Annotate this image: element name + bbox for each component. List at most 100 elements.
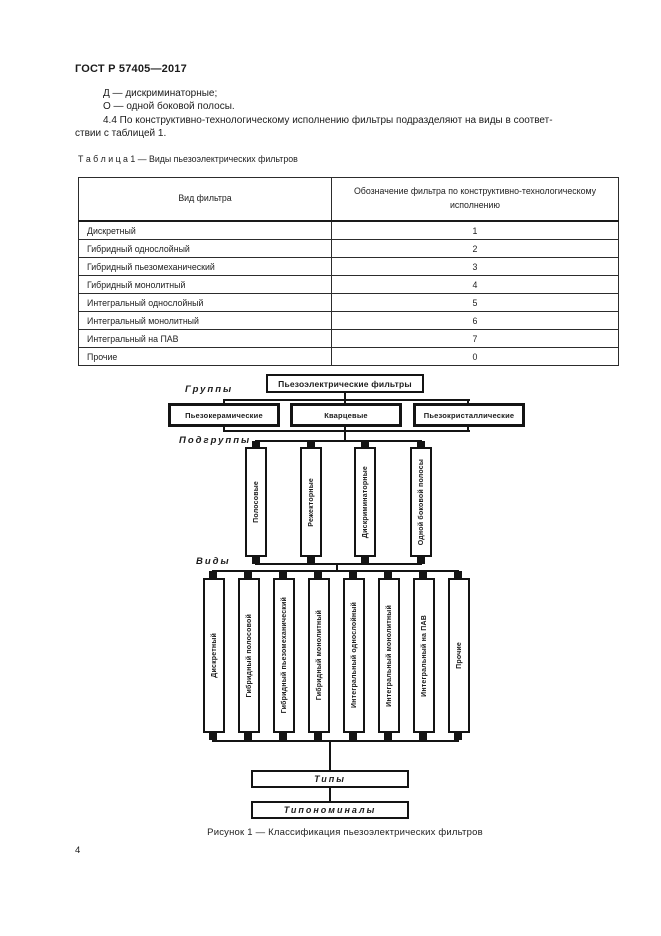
cell-name: Гибридный однослойный bbox=[78, 239, 332, 258]
connector-tab bbox=[244, 571, 252, 578]
cell-name: Гибридный монолитный bbox=[78, 275, 332, 294]
paragraph-4-4-line2: ствии с таблицей 1. bbox=[75, 128, 167, 140]
connector-tab bbox=[361, 441, 369, 448]
table-caption: Т а б л и ц а 1 — Виды пьезоэлектрически… bbox=[78, 154, 298, 164]
connector-tab bbox=[419, 571, 427, 578]
paragraph-4-4-line1: 4.4 По конструктивно-технологическому ис… bbox=[103, 114, 553, 126]
connector-line bbox=[223, 399, 225, 405]
cell-name: Интегральный однослойный bbox=[78, 293, 332, 312]
kind-label: Дискретный bbox=[210, 633, 218, 678]
group-label: Кварцевые bbox=[324, 410, 368, 420]
intro-line-o: О — одной боковой полосы. bbox=[103, 101, 235, 113]
connector-tab bbox=[279, 571, 287, 578]
cell-name: Прочие bbox=[78, 347, 332, 366]
connector-tab bbox=[361, 557, 369, 564]
cell-code: 7 bbox=[331, 329, 619, 348]
types-box-label: Типы bbox=[314, 774, 346, 784]
cell-code: 3 bbox=[331, 257, 619, 276]
typonominals-box: Типономиналы bbox=[251, 801, 409, 819]
kind-label: Интегральный на ПАВ bbox=[420, 614, 428, 697]
connector-tab bbox=[417, 557, 425, 564]
intro-line-d: Д — дискриминаторные; bbox=[103, 88, 218, 99]
subgroup-label: Полосовые bbox=[252, 481, 260, 523]
connector-line bbox=[223, 430, 470, 432]
filter-types-table: Вид фильтра Обозначение фильтра по конст… bbox=[78, 177, 619, 366]
types-box: Типы bbox=[251, 770, 409, 788]
subgroup-box-discriminator: Дискриминаторные bbox=[354, 447, 376, 557]
cell-name: Гибридный пьезомеханический bbox=[78, 257, 332, 276]
connector-tab bbox=[417, 441, 425, 448]
connector-tab bbox=[349, 571, 357, 578]
subgroup-label: Одной боковой полосы bbox=[417, 458, 425, 546]
page-number: 4 bbox=[75, 845, 81, 856]
typonominals-box-label: Типономиналы bbox=[283, 805, 377, 815]
cell-code: 4 bbox=[331, 275, 619, 294]
connector-tab bbox=[419, 733, 427, 740]
group-label: Пьезокерамические bbox=[185, 410, 263, 420]
connector-line bbox=[344, 427, 346, 432]
cell-code: 2 bbox=[331, 239, 619, 258]
root-box: Пьезоэлектрические фильтры bbox=[266, 374, 424, 393]
level-label-groups: Группы bbox=[185, 384, 234, 395]
connector-tab bbox=[279, 733, 287, 740]
kind-box-integral-monolithic: Интегральный монолитный bbox=[378, 578, 400, 733]
group-box-piezocrystal: Пьезокристаллические bbox=[413, 403, 525, 427]
kind-label: Интегральный однослойный bbox=[350, 602, 358, 709]
connector-tab bbox=[384, 571, 392, 578]
kind-label: Прочие bbox=[455, 642, 463, 669]
connector-tab bbox=[252, 557, 260, 564]
connector-tab bbox=[252, 441, 260, 448]
group-label: Пьезокристаллические bbox=[423, 410, 515, 420]
subgroup-label: Режекторные bbox=[307, 477, 315, 527]
intro-text: Д — дискриминаторные; О — одной боковой … bbox=[75, 87, 620, 141]
subgroup-label: Дискриминаторные bbox=[361, 465, 369, 539]
col-header-filter-type: Вид фильтра bbox=[78, 177, 332, 222]
connector-tab bbox=[307, 557, 315, 564]
document-title: ГОСТ Р 57405—2017 bbox=[75, 63, 187, 75]
connector-line bbox=[336, 563, 338, 572]
kind-box-hybrid-piezomechanical: Гибридный пьезомеханический bbox=[273, 578, 295, 733]
table-header-row: Вид фильтра Обозначение фильтра по конст… bbox=[78, 177, 619, 222]
subgroup-box-bandpass: Полосовые bbox=[245, 447, 267, 557]
connector-tab bbox=[384, 733, 392, 740]
subgroup-box-single-sideband: Одной боковой полосы bbox=[410, 447, 432, 557]
connector-line bbox=[329, 788, 331, 801]
kind-box-hybrid-monolithic: Гибридный монолитный bbox=[308, 578, 330, 733]
group-box-quartz: Кварцевые bbox=[290, 403, 402, 427]
connector-line bbox=[212, 570, 459, 572]
kind-box-discrete: Дискретный bbox=[203, 578, 225, 733]
connector-line bbox=[467, 427, 469, 432]
cell-code: 6 bbox=[331, 311, 619, 330]
connector-line bbox=[344, 393, 346, 400]
kind-label: Гибридный монолитный bbox=[315, 610, 323, 701]
kind-box-integral-single-layer: Интегральный однослойный bbox=[343, 578, 365, 733]
connector-line bbox=[344, 430, 346, 441]
kind-label: Интегральный монолитный bbox=[385, 604, 393, 707]
kind-box-integral-saw: Интегральный на ПАВ bbox=[413, 578, 435, 733]
connector-tab bbox=[209, 571, 217, 578]
kind-label: Гибридный полосовой bbox=[245, 613, 253, 698]
connector-tab bbox=[209, 733, 217, 740]
connector-tab bbox=[314, 733, 322, 740]
subgroup-box-notch: Режекторные bbox=[300, 447, 322, 557]
connector-line bbox=[344, 399, 346, 405]
connector-line bbox=[223, 399, 470, 401]
kind-label: Гибридный пьезомеханический bbox=[280, 597, 288, 714]
root-box-label: Пьезоэлектрические фильтры bbox=[278, 378, 412, 389]
cell-name: Дискретный bbox=[78, 220, 332, 240]
connector-tab bbox=[314, 571, 322, 578]
connector-line bbox=[255, 563, 422, 565]
connector-line bbox=[223, 427, 225, 432]
cell-code: 0 bbox=[331, 347, 619, 366]
level-label-subgroups: Подгруппы bbox=[179, 435, 252, 446]
cell-code: 5 bbox=[331, 293, 619, 312]
group-box-piezoceramic: Пьезокерамические bbox=[168, 403, 280, 427]
